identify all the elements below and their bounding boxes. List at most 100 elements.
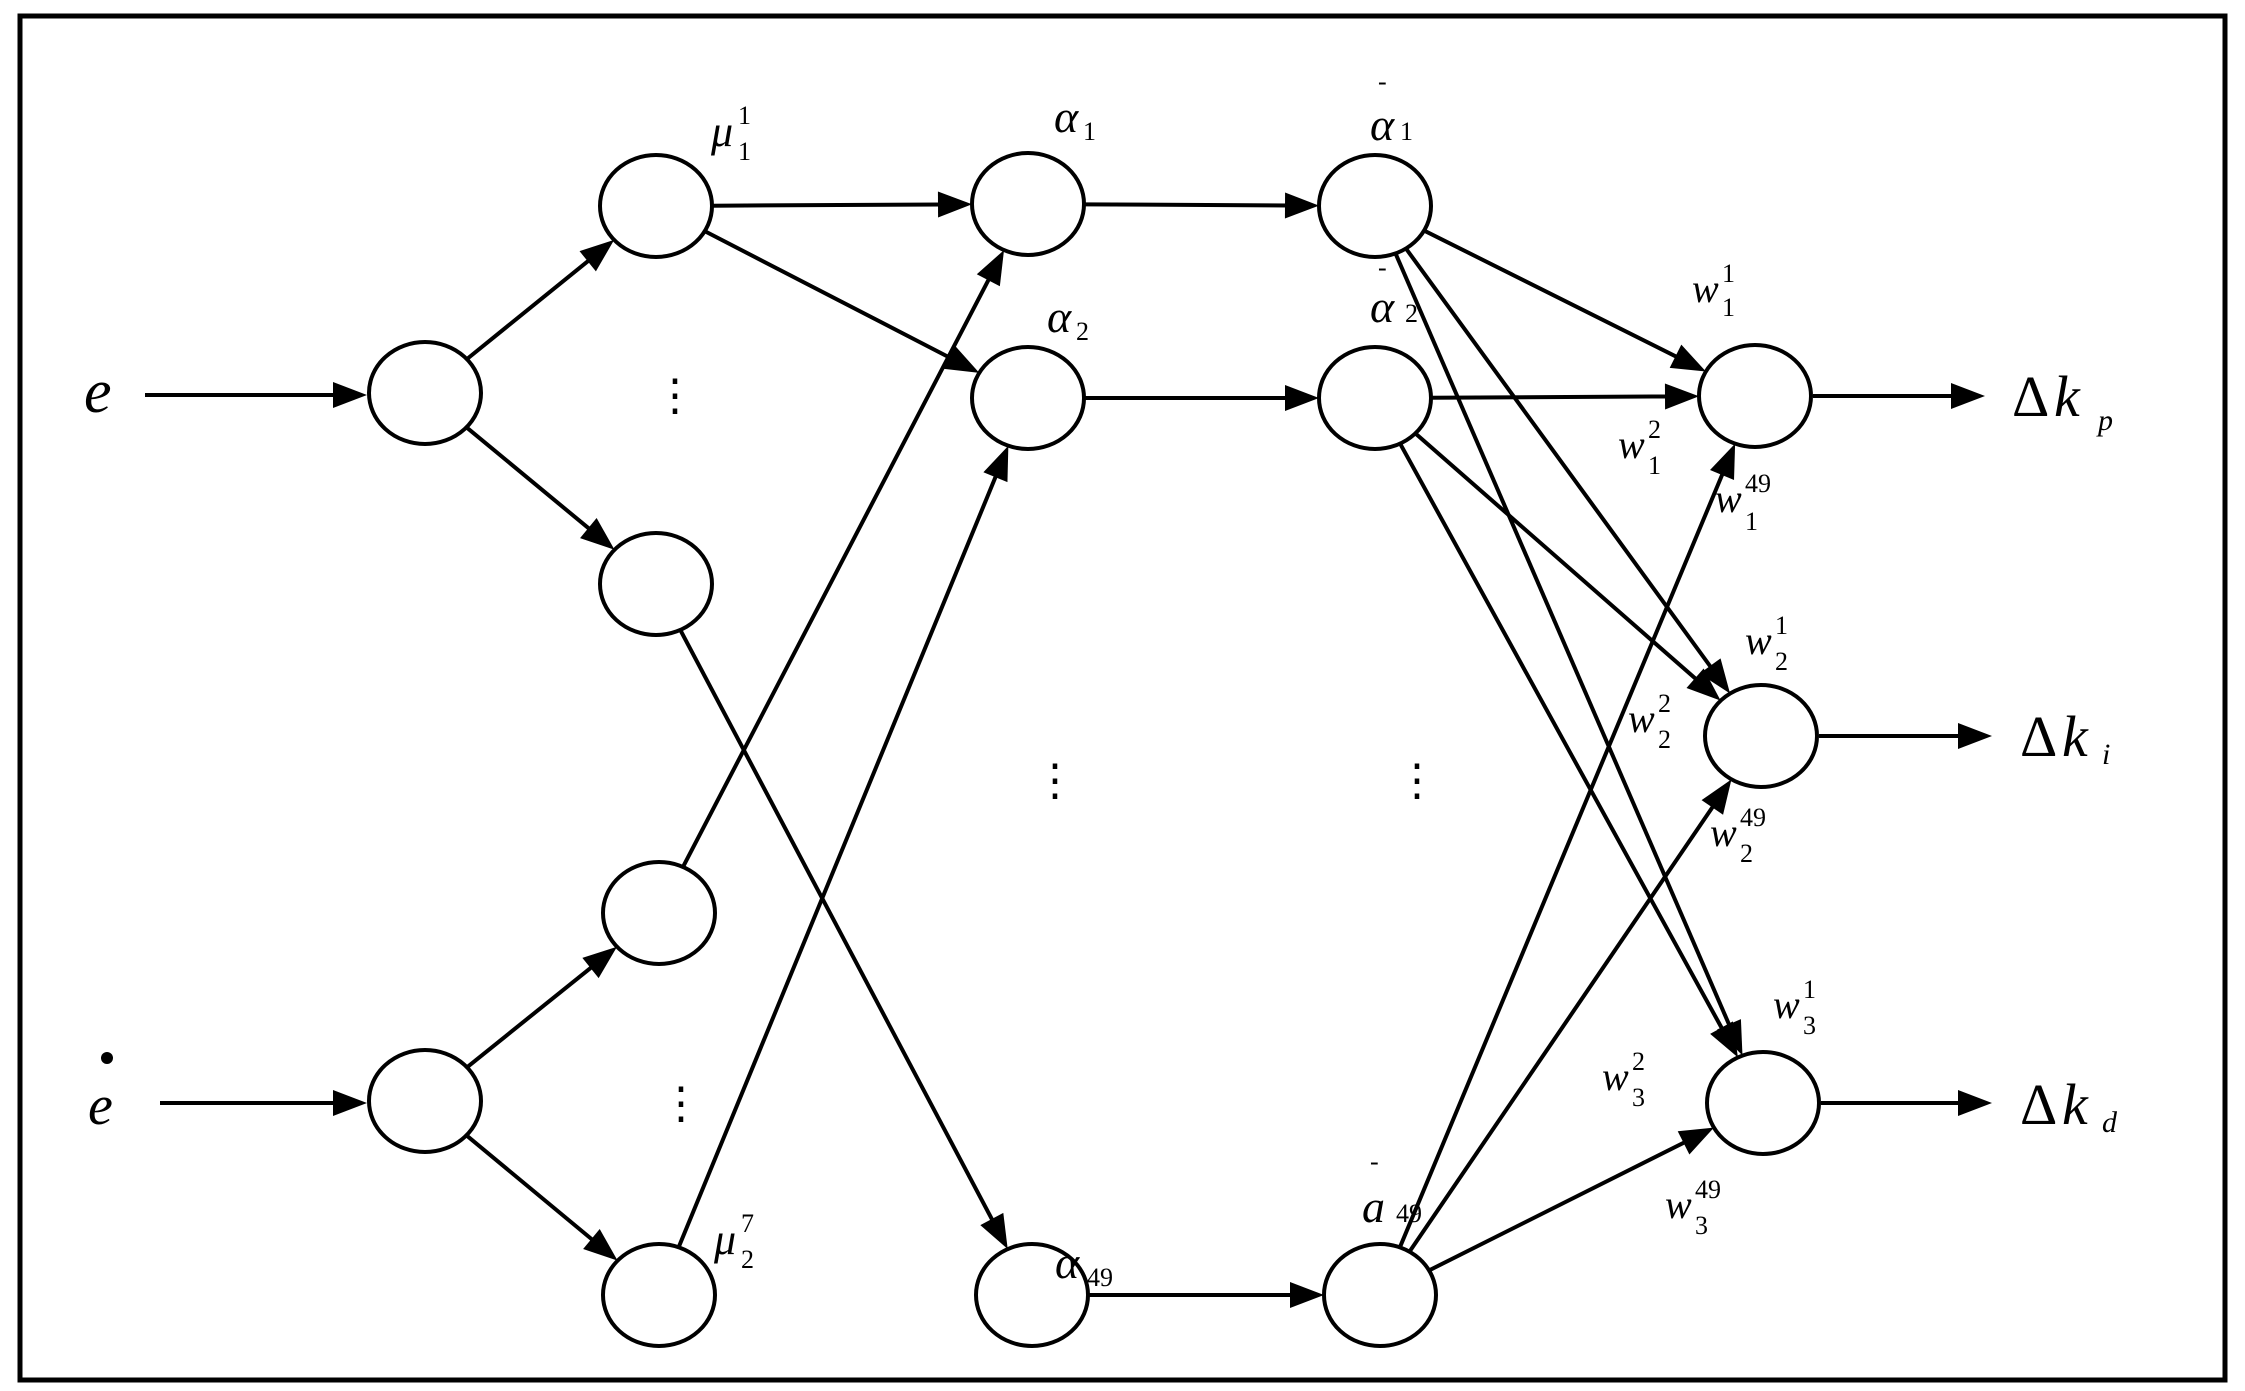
svg-text:w: w — [1692, 266, 1719, 311]
input-e-label: e — [84, 358, 112, 426]
mu-bottom-label: μ 2 7 — [713, 1209, 754, 1274]
input-edot-label: e — [88, 1075, 113, 1137]
edge-a1-ab1-line — [1083, 202, 1290, 208]
svg-text:w: w — [1715, 476, 1742, 521]
edge-group — [145, 191, 1992, 1308]
weight-w2-49: w 2 49 — [1710, 803, 1766, 868]
weight-w1-49: w 1 49 — [1715, 469, 1771, 536]
svg-text:2: 2 — [741, 1245, 754, 1274]
edge-a1-ab1-arrowhead — [1284, 192, 1320, 219]
svg-text:49: 49 — [1695, 1175, 1721, 1204]
edge-ab2-o3-line — [1398, 442, 1726, 1033]
weight-w3-2: w 3 2 — [1602, 1047, 1645, 1112]
alpha-49-label: α 49 — [1055, 1237, 1113, 1292]
edge-ab49-o1-line — [1398, 470, 1726, 1249]
svg-text:1: 1 — [738, 137, 751, 166]
svg-text:2: 2 — [1775, 647, 1788, 676]
svg-text:1: 1 — [1745, 507, 1758, 536]
output-delta-kp: Δ k p — [2012, 364, 2113, 437]
rule-node-alpha-1 — [970, 151, 1086, 257]
edge-output-kd-arrowhead — [1958, 1090, 1992, 1116]
input-node-e — [367, 340, 483, 446]
svg-text:3: 3 — [1632, 1083, 1645, 1112]
edge-in1-mu1-line — [465, 257, 593, 361]
edge-in1-mu2-line — [465, 425, 593, 533]
svg-text:7: 7 — [741, 1209, 754, 1238]
output-delta-kd: Δ k d — [2020, 1072, 2118, 1139]
edge-mu2-a49-arrowhead — [980, 1212, 1008, 1250]
membership-node-mu1-n — [598, 531, 714, 637]
norm-node-alpha-bar-49 — [1322, 1242, 1438, 1348]
norm-node-alpha-bar-2 — [1317, 345, 1433, 451]
edge-ab49-o2-line — [1407, 802, 1717, 1253]
svg-text:49: 49 — [1740, 803, 1766, 832]
svg-text:2: 2 — [1740, 839, 1753, 868]
edge-mu4-a2-arrowhead — [983, 445, 1009, 483]
edge-mu1-a1-line — [711, 202, 943, 208]
svg-text:1: 1 — [738, 101, 751, 130]
svg-text:1: 1 — [1775, 611, 1788, 640]
edge-ab49-o3-arrowhead — [1677, 1127, 1714, 1155]
ellipsis-alpha: ⋮ — [1033, 756, 1077, 805]
norm-node-alpha-bar-1 — [1317, 153, 1433, 259]
membership-node-mu2-7 — [601, 1242, 717, 1348]
ellipsis-alpha-bar: ⋮ — [1395, 756, 1439, 805]
edge-mu3-a1-line — [681, 275, 992, 868]
edge-mu3-a1-arrowhead — [976, 250, 1005, 287]
alpha-bar-49-label: - a 49 — [1362, 1147, 1422, 1232]
svg-text:1: 1 — [1648, 451, 1661, 480]
edge-ab1-o1-line — [1423, 228, 1680, 360]
svg-text:p: p — [2096, 404, 2113, 437]
svg-text:Δ: Δ — [2020, 704, 2057, 769]
edge-in2-mu4-line — [465, 1133, 596, 1244]
svg-text:w: w — [1628, 696, 1655, 741]
svg-text:3: 3 — [1695, 1211, 1708, 1240]
svg-text:2: 2 — [1658, 689, 1671, 718]
svg-text:2: 2 — [1658, 725, 1671, 754]
edge-input-edot-arrowhead — [333, 1090, 367, 1116]
diagram-frame — [17, 13, 2228, 1383]
svg-text:i: i — [2102, 738, 2110, 771]
weight-w1-1: w 1 1 — [1692, 259, 1735, 322]
derivative-dot — [101, 1052, 113, 1064]
edge-mu2-a49-line — [678, 629, 996, 1224]
svg-text:49: 49 — [1396, 1199, 1422, 1228]
edge-mu4-a2-line — [676, 472, 999, 1249]
edge-in1-mu2-arrowhead — [580, 518, 615, 550]
alpha-bar-2-label: - α 2 — [1370, 253, 1418, 332]
edge-a2-ab2-arrowhead — [1285, 385, 1319, 411]
weight-w3-1: w 3 1 — [1773, 975, 1816, 1040]
mu-top-label: μ 1 1 — [710, 101, 751, 166]
edge-ab2-o3-arrowhead — [1710, 1021, 1738, 1058]
output-node-ki — [1703, 683, 1819, 789]
edge-ab49-o3-line — [1428, 1139, 1689, 1273]
edge-in1-mu1-arrowhead — [579, 239, 615, 272]
svg-text:w: w — [1745, 618, 1772, 663]
svg-text:k: k — [2054, 364, 2081, 429]
node-group — [367, 151, 1821, 1348]
svg-text:α: α — [1054, 91, 1079, 142]
output-node-kp — [1697, 343, 1813, 449]
svg-text:α: α — [1370, 99, 1395, 150]
input-node-edot — [367, 1048, 483, 1154]
edge-output-kp-arrowhead — [1951, 383, 1985, 409]
edge-ab2-o2-arrowhead — [1686, 668, 1721, 701]
svg-text:k: k — [2062, 1072, 2089, 1137]
alpha-2-label: α 2 — [1047, 291, 1089, 346]
svg-text:w: w — [1618, 422, 1645, 467]
svg-text:w: w — [1602, 1054, 1629, 1099]
svg-text:Δ: Δ — [2020, 1072, 2057, 1137]
svg-text:w: w — [1773, 982, 1800, 1027]
edge-ab2-o2-line — [1414, 431, 1700, 683]
weight-w2-1: w 2 1 — [1745, 611, 1788, 676]
edge-in2-mu3-arrowhead — [582, 946, 618, 979]
svg-text:α: α — [1055, 1237, 1080, 1288]
svg-text:1: 1 — [1803, 975, 1816, 1004]
weight-w1-2: w 1 2 — [1618, 415, 1661, 480]
edge-mu1-a2-line — [703, 229, 954, 361]
edge-ab1-o3-line — [1393, 252, 1733, 1029]
edge-ab49-o1-arrowhead — [1710, 443, 1736, 481]
edge-ab49-o2-arrowhead — [1701, 779, 1732, 815]
membership-node-mu1-1 — [598, 153, 714, 259]
